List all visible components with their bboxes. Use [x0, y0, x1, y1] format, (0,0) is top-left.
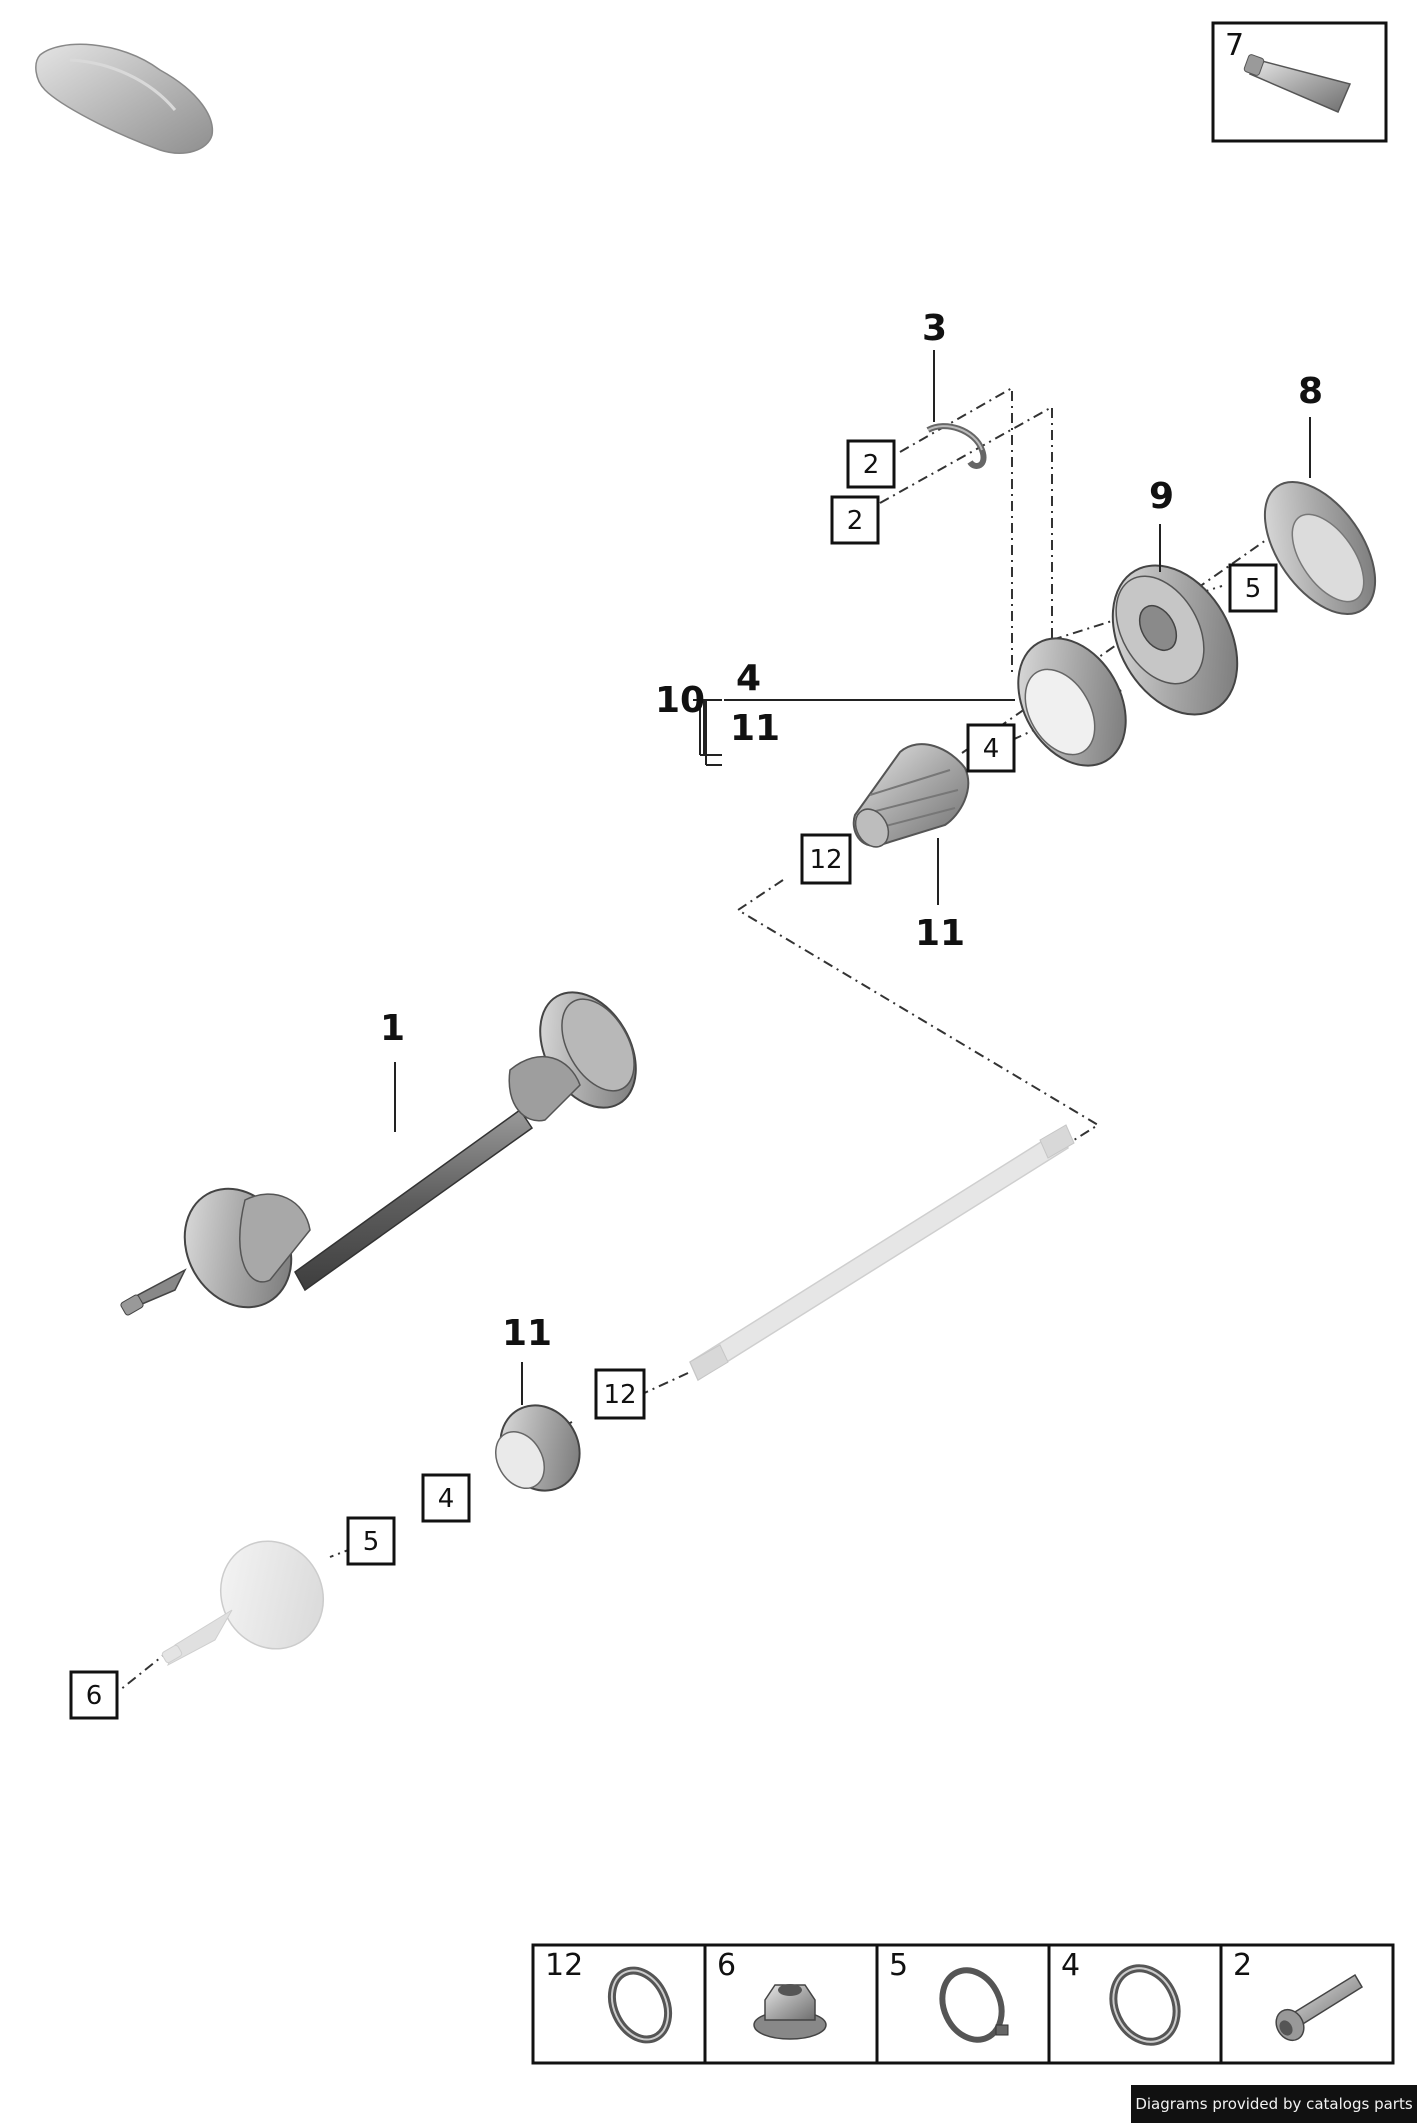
ref-box-2-bottom: 2 — [830, 495, 880, 545]
callout-8: 8 — [1298, 371, 1323, 412]
ref-box-4-lower: 4 — [421, 1473, 471, 1523]
hose-clamp-icon — [1109, 1964, 1181, 2046]
ref-box-4-upper: 4 — [966, 723, 1016, 773]
svg-text:5: 5 — [1245, 574, 1262, 604]
ref-box-2-top: 2 — [846, 439, 896, 489]
callout-11-lower: 11 — [502, 1313, 552, 1354]
svg-text:2: 2 — [847, 506, 864, 536]
callout-9: 9 — [1149, 476, 1174, 517]
svg-text:12: 12 — [809, 845, 842, 875]
drive-shaft-part-1 — [120, 991, 637, 1316]
inset-number: 7 — [1225, 28, 1244, 63]
legend-cell-12: 12 — [545, 1948, 673, 2044]
callout-1: 1 — [380, 1008, 405, 1049]
svg-text:12: 12 — [603, 1380, 636, 1410]
cover-cap-part-8 — [1263, 481, 1377, 615]
callout-10: 10 — [655, 680, 705, 721]
cv-joint-part-9 — [1111, 564, 1239, 716]
svg-text:6: 6 — [717, 1948, 736, 1983]
ref-box-12-upper: 12 — [800, 833, 852, 885]
svg-text:4: 4 — [438, 1484, 455, 1514]
grease-tube-icon — [1243, 54, 1352, 113]
callout-10-sub-4: 4 — [736, 658, 761, 699]
boot-part-11-lower — [495, 1404, 581, 1492]
flange-housing-part-10 — [1017, 637, 1127, 767]
car-icon — [35, 43, 214, 154]
svg-text:2: 2 — [1233, 1948, 1252, 1983]
callout-10-sub-11: 11 — [730, 708, 780, 749]
legend-frame — [531, 1943, 1395, 2065]
svg-text:12: 12 — [545, 1948, 583, 1983]
credit-banner: Diagrams provided by catalogs parts — [1131, 2085, 1417, 2123]
svg-text:5: 5 — [363, 1527, 380, 1557]
ref-box-6: 6 — [69, 1670, 119, 1720]
svg-text:5: 5 — [889, 1948, 908, 1983]
boot-part-11-upper — [852, 743, 970, 848]
legend-cell-6: 6 — [717, 1948, 827, 2040]
legend-cell-5: 5 — [889, 1948, 1009, 2043]
svg-text:4: 4 — [1061, 1948, 1080, 1983]
small-parts-legend: 12 6 5 4 — [531, 1943, 1395, 2065]
callout-3: 3 — [922, 308, 947, 349]
leader-lines — [394, 350, 1311, 1405]
inner-shaft — [689, 1124, 1075, 1382]
svg-text:4: 4 — [983, 734, 1000, 764]
svg-text:2: 2 — [863, 450, 880, 480]
bolt-icon — [1275, 1973, 1364, 2042]
outer-cv-joint — [161, 1540, 325, 1667]
legend-cell-4: 4 — [1061, 1948, 1181, 2046]
snap-ring-part-3 — [926, 423, 987, 469]
ref-box-5-lower: 5 — [346, 1516, 396, 1566]
svg-text:6: 6 — [86, 1681, 103, 1711]
callout-11-upper: 11 — [915, 913, 965, 954]
ref-box-12-lower: 12 — [594, 1368, 646, 1420]
hose-clamp-icon — [607, 1966, 673, 2044]
flange-nut-icon — [753, 1984, 827, 2040]
hose-clamp-icon — [939, 1967, 1009, 2043]
inset-grease-tube: 7 — [1211, 21, 1388, 143]
ref-box-5-upper: 5 — [1228, 563, 1278, 613]
legend-cell-2: 2 — [1233, 1948, 1364, 2042]
